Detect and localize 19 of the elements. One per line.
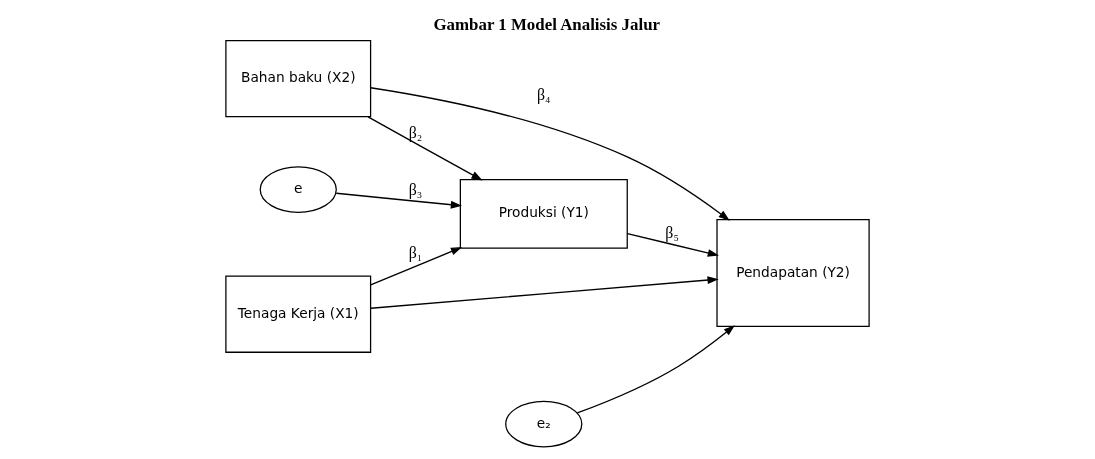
edge-label: β₄ xyxy=(537,85,551,103)
node-ellipse: e xyxy=(259,165,337,213)
arrow xyxy=(335,192,463,209)
arrow xyxy=(626,232,719,257)
node-box: Pendapatan (Y2) xyxy=(716,218,870,327)
diagram-title: Gambar 1 Model Analisis Jalur xyxy=(433,14,661,34)
edge-label: β₁ xyxy=(408,243,423,261)
arrow xyxy=(370,275,719,309)
arrow xyxy=(369,86,730,221)
node-ellipse: e₂ xyxy=(505,400,583,447)
node-box: Tenaga Kerja (X1) xyxy=(225,275,372,353)
arrow xyxy=(370,246,463,285)
node-box: Bahan baku (X2) xyxy=(225,39,372,117)
arrow xyxy=(367,115,483,180)
arrow xyxy=(576,324,735,414)
edge-label: β₃ xyxy=(408,180,423,198)
node-box: Produksi (Y1) xyxy=(459,178,628,249)
edge-label: β₅ xyxy=(665,223,679,241)
edge-label: β₂ xyxy=(408,123,423,141)
